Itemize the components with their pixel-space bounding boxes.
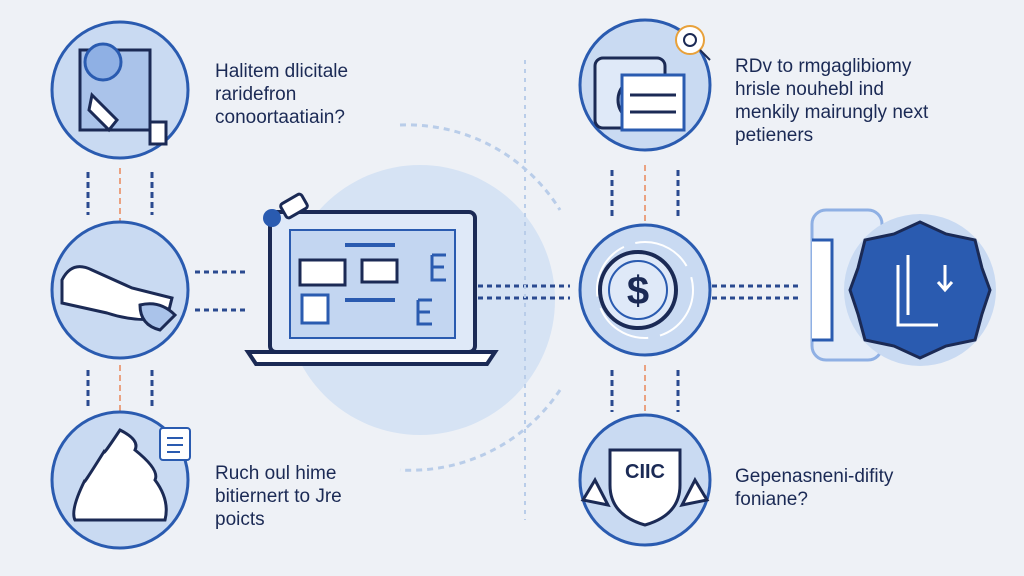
tree-node [50,410,191,550]
left-vertical-connectors [86,168,154,415]
caption-top-left: Halitem dlicitale raridefron conoortaati… [215,60,348,129]
caption-line: conoortaatiain? [215,107,345,128]
building-node [50,20,190,160]
badge-node: CIIC [578,413,712,547]
arc-connector [399,123,562,211]
caption-line: menkily mairungly next [735,102,929,123]
caption-line: RDv to rmgaglibiomy [735,56,912,77]
badge-label: CIIC [625,461,665,483]
shield-badge-icon: CIIC [580,448,710,527]
settings-badge-icon [675,25,711,61]
money-node: $ [578,223,712,357]
hands-node [50,220,190,360]
caption-line: poicts [215,509,265,530]
dollar-symbol: $ [627,269,649,313]
camera-icon [593,56,686,132]
building-icon [78,42,168,146]
caption-line: Ruch oul hime [215,463,337,484]
caption-line: Gepenasneni-difity [735,466,894,487]
caption-bottom-right: Gepenasneni-difity foniane? [735,465,893,511]
caption-line: petieners [735,125,814,146]
tree-icon [72,428,168,522]
arc-connector [399,389,562,472]
laptop-icon [244,192,499,366]
camera-node [578,18,712,152]
caption-line: foniane? [735,489,808,510]
caption-line: raridefron [215,84,297,105]
caption-line: hrisle nouhebl ind [735,79,884,100]
coin-icon [598,250,678,330]
octagon-badge-icon [848,220,992,360]
caption-top-right: RDv to rmgaglibiomy hrisle nouhebl ind m… [735,55,928,147]
clipboard-icon [159,427,191,461]
caption-line: bitiernert to Jre [215,486,342,507]
handshake-icon [60,265,178,332]
device-node [810,208,996,366]
caption-bottom-left: Ruch oul hime bitiernert to Jre poicts [215,462,342,531]
caption-line: Halitem dlicitale [215,61,349,82]
right-vertical-connectors [610,165,680,415]
